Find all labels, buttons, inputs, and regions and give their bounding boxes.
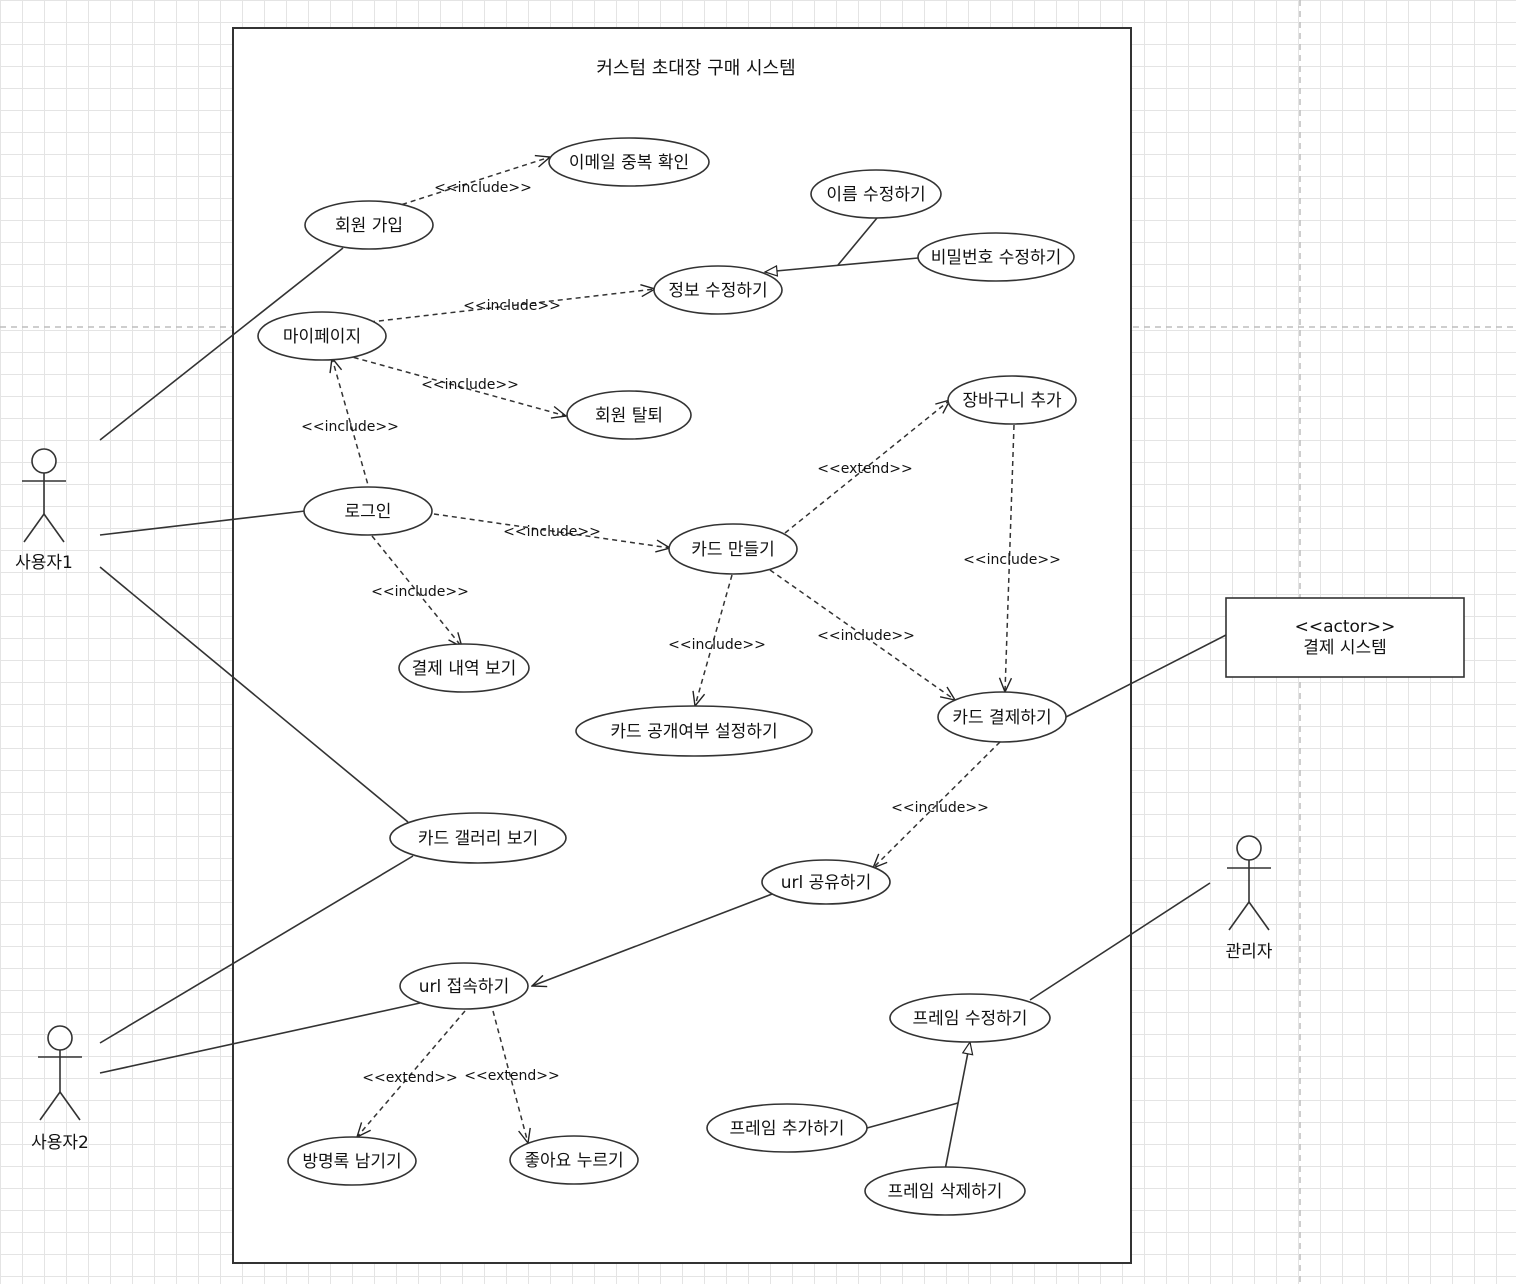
association-lines bbox=[99, 247, 1227, 1074]
use-case-label: 프레임 수정하기 bbox=[913, 1009, 1028, 1029]
include-label: <<include>> bbox=[463, 298, 561, 314]
use-case-url-share[interactable]: url 공유하기 bbox=[761, 859, 891, 905]
use-case-signup[interactable]: 회원 가입 bbox=[304, 200, 434, 250]
use-case-card-pay[interactable]: 카드 결제하기 bbox=[937, 691, 1067, 743]
extend-label: <<extend>> bbox=[362, 1070, 457, 1086]
use-case-label: 회원 가입 bbox=[335, 216, 403, 236]
use-case-card-make[interactable]: 카드 만들기 bbox=[668, 523, 798, 575]
use-case-info-edit[interactable]: 정보 수정하기 bbox=[653, 265, 783, 315]
include-label: <<include>> bbox=[421, 377, 519, 393]
use-case-label: 정보 수정하기 bbox=[668, 281, 767, 301]
use-case-label: 장바구니 추가 bbox=[962, 391, 1062, 411]
use-case-label: 방명록 남기기 bbox=[302, 1152, 401, 1172]
actor-user1[interactable]: 사용자1 bbox=[15, 448, 73, 573]
use-case-label: url 공유하기 bbox=[781, 873, 871, 893]
generalization-lines bbox=[765, 217, 970, 1171]
extend-label: <<extend>> bbox=[464, 1068, 559, 1084]
include-label: <<include>> bbox=[668, 637, 766, 653]
use-case-label: 마이페이지 bbox=[283, 327, 361, 347]
extend-label: <<extend>> bbox=[817, 461, 912, 477]
use-case-frame-edit[interactable]: 프레임 수정하기 bbox=[889, 993, 1051, 1043]
use-case-label: 이메일 중복 확인 bbox=[569, 153, 689, 173]
actor-stereotype: <<actor>> bbox=[1295, 617, 1396, 637]
actor-label: 사용자1 bbox=[15, 553, 73, 573]
actor-label: 관리자 bbox=[1226, 942, 1273, 962]
use-case-label: 프레임 추가하기 bbox=[730, 1119, 845, 1139]
include-label: <<include>> bbox=[891, 800, 989, 816]
use-case-label: 카드 공개여부 설정하기 bbox=[610, 722, 777, 742]
use-case-label: 카드 결제하기 bbox=[952, 708, 1051, 728]
dependency-lines bbox=[332, 157, 1015, 1143]
use-case-label: 좋아요 누르기 bbox=[524, 1151, 623, 1171]
use-case-label: 로그인 bbox=[345, 502, 392, 522]
use-case-gallery[interactable]: 카드 갤러리 보기 bbox=[389, 812, 567, 864]
include-label: <<include>> bbox=[503, 524, 601, 540]
actor-payment-system[interactable]: <<actor>> 결제 시스템 bbox=[1225, 597, 1465, 678]
use-case-label: url 접속하기 bbox=[419, 977, 509, 997]
use-case-login[interactable]: 로그인 bbox=[303, 486, 433, 536]
use-case-rename[interactable]: 이름 수정하기 bbox=[810, 169, 942, 219]
include-label: <<include>> bbox=[371, 584, 469, 600]
use-case-label: 결제 내역 보기 bbox=[412, 659, 517, 679]
use-case-label: 이름 수정하기 bbox=[826, 185, 925, 205]
use-case-mypage[interactable]: 마이페이지 bbox=[257, 311, 387, 361]
use-case-label: 카드 갤러리 보기 bbox=[418, 829, 538, 849]
use-case-guestbook[interactable]: 방명록 남기기 bbox=[287, 1136, 417, 1186]
use-case-label: 카드 만들기 bbox=[691, 540, 775, 560]
use-case-withdraw[interactable]: 회원 탈퇴 bbox=[566, 390, 692, 440]
use-case-like[interactable]: 좋아요 누르기 bbox=[509, 1135, 639, 1185]
use-case-email-check[interactable]: 이메일 중복 확인 bbox=[548, 137, 710, 187]
include-label: <<include>> bbox=[963, 552, 1061, 568]
actor-label: 결제 시스템 bbox=[1303, 638, 1387, 658]
actor-label: 사용자2 bbox=[31, 1133, 89, 1153]
stereotype-labels: <<include>> <<include>> <<include>> <<in… bbox=[301, 180, 1061, 1086]
actor-admin[interactable]: 관리자 bbox=[1226, 835, 1273, 962]
use-case-password-edit[interactable]: 비밀번호 수정하기 bbox=[917, 232, 1075, 282]
use-case-frame-delete[interactable]: 프레임 삭제하기 bbox=[864, 1166, 1026, 1216]
use-case-label: 프레임 삭제하기 bbox=[888, 1182, 1003, 1202]
use-case-card-visibility[interactable]: 카드 공개여부 설정하기 bbox=[575, 705, 813, 757]
include-label: <<include>> bbox=[817, 628, 915, 644]
use-cases: 이메일 중복 확인 회원 가입 이름 수정하기 비밀번호 수정하기 정보 수정하… bbox=[257, 137, 1077, 1216]
use-case-cart-add[interactable]: 장바구니 추가 bbox=[947, 375, 1077, 425]
use-case-frame-add[interactable]: 프레임 추가하기 bbox=[706, 1103, 868, 1153]
use-case-payment-history[interactable]: 결제 내역 보기 bbox=[398, 643, 530, 693]
use-case-label: 회원 탈퇴 bbox=[595, 406, 663, 426]
use-case-label: 비밀번호 수정하기 bbox=[931, 248, 1062, 268]
include-label: <<include>> bbox=[434, 180, 532, 196]
use-case-url-access[interactable]: url 접속하기 bbox=[399, 962, 529, 1010]
system-title: 커스텀 초대장 구매 시스템 bbox=[596, 58, 795, 79]
include-label: <<include>> bbox=[301, 419, 399, 435]
actor-user2[interactable]: 사용자2 bbox=[31, 1025, 89, 1153]
